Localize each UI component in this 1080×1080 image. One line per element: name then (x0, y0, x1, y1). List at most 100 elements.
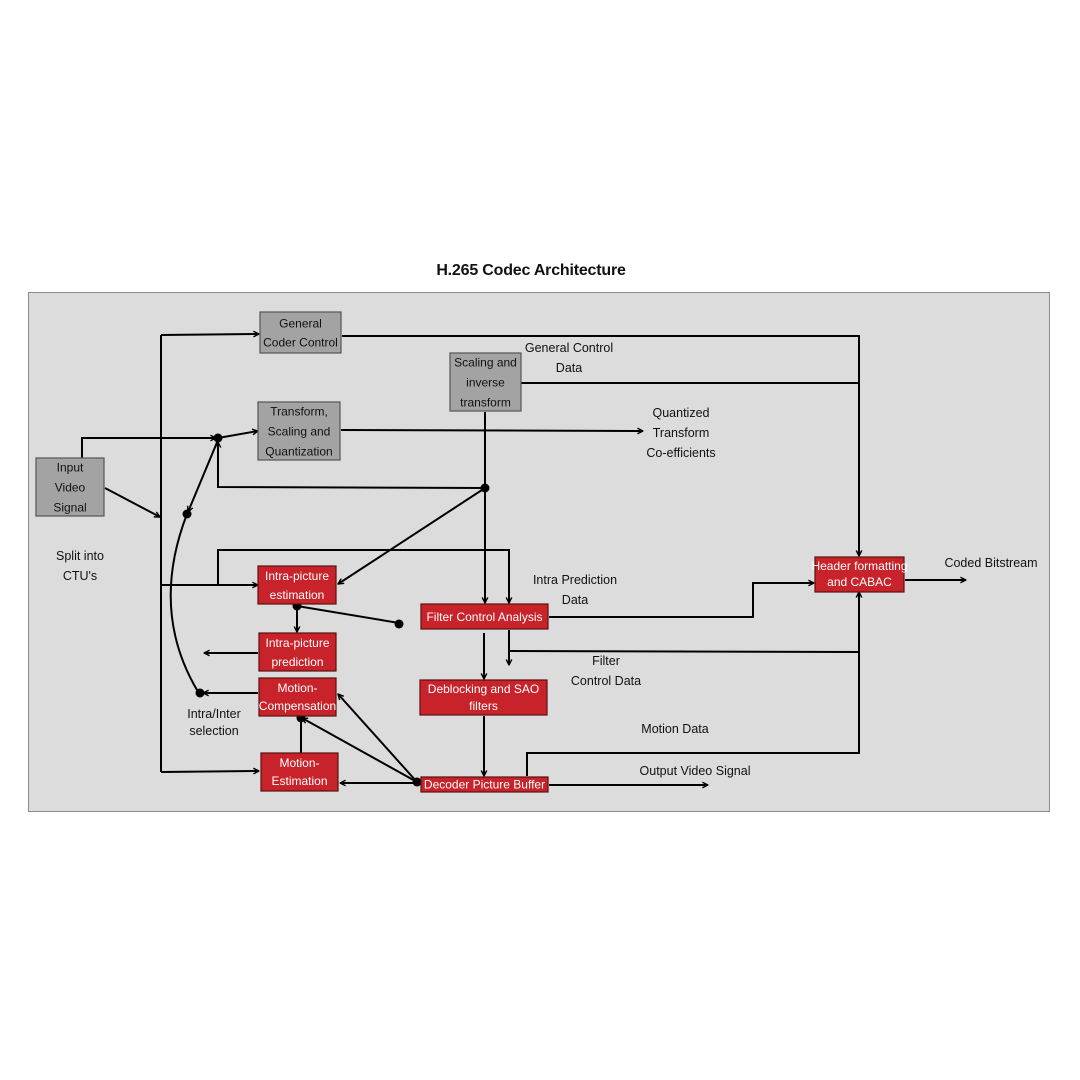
block-scaling-inverse-transform: Scaling and inverse transform (449, 352, 522, 412)
wire-junction-to-selector (188, 439, 219, 512)
wire-gcc-to-header (342, 335, 859, 556)
junction-dot (412, 777, 422, 787)
block-label: estimation (270, 588, 325, 602)
wire-input-to-split (104, 487, 160, 518)
block-header-cabac: Header formatting and CABAC (811, 556, 908, 593)
block-intra-prediction: Intra-picture prediction (258, 632, 337, 672)
junction-dot (480, 483, 490, 493)
block-label: Video (55, 480, 86, 494)
connections (81, 334, 966, 785)
junction-dot (195, 688, 205, 698)
junction-dot (213, 433, 223, 443)
label-line: Control Data (571, 674, 641, 688)
block-motion-estimation: Motion- Estimation (260, 752, 339, 792)
wire-bus-to-fca (217, 549, 509, 603)
label-line: Transform (653, 426, 710, 440)
block-label: Header formatting (811, 559, 907, 573)
block-label: Motion- (277, 681, 317, 695)
label-line: Filter (592, 654, 620, 668)
block-label: Intra-picture (265, 569, 329, 583)
block-label: transform (460, 395, 511, 409)
label-line: Co-efficients (646, 446, 715, 460)
label-line: Intra Prediction (533, 573, 617, 587)
block-label: Compensation (259, 699, 336, 713)
block-label: Scaling and (268, 424, 331, 438)
label-line: Coded Bitstream (944, 556, 1037, 570)
wire-input-to-junction (81, 438, 216, 458)
block-label: General (279, 316, 322, 330)
block-rect (257, 401, 341, 461)
label-line: Data (556, 361, 582, 375)
block-label: Transform, (270, 404, 328, 418)
block-label: Signal (53, 500, 86, 514)
label-line: Data (562, 593, 588, 607)
block-label: prediction (271, 655, 323, 669)
wire-junction-to-intra-est (338, 487, 486, 584)
wire-feedback-loop (218, 442, 486, 489)
label-coded-bitstream: Coded Bitstream (944, 556, 1037, 570)
block-label: filters (469, 699, 498, 713)
block-rect (420, 776, 549, 793)
label-line: CTU's (63, 569, 97, 583)
block-label: Quantization (265, 444, 332, 458)
block-label: Deblocking and SAO (428, 682, 539, 696)
diagram-canvas (28, 292, 1050, 812)
block-decoder-picture-buffer: Decoder Picture Buffer (420, 776, 549, 793)
block-deblocking-sao: Deblocking and SAO filters (419, 679, 548, 716)
wire-intra-est-to-switch (296, 605, 400, 624)
block-label: Estimation (271, 774, 327, 788)
block-rect (258, 632, 337, 672)
block-label: Scaling and (454, 355, 517, 369)
block-rect (258, 677, 337, 717)
block-filter-control-analysis: Filter Control Analysis (420, 603, 549, 630)
block-label: Input (57, 460, 84, 474)
block-label: Motion- (279, 756, 319, 770)
label-line: Output Video Signal (640, 764, 751, 778)
wire-bus-to-motion-est (160, 771, 259, 772)
block-rect (814, 556, 905, 593)
block-rect (260, 752, 339, 792)
wire-transform-to-coeff (340, 430, 643, 431)
junction-dot (394, 619, 404, 629)
wire-junction-to-transform (217, 431, 258, 439)
label-line: Split into (56, 549, 104, 563)
block-intra-estimation: Intra-picture estimation (257, 565, 337, 605)
block-rect (35, 457, 105, 517)
junction-dot (182, 509, 192, 519)
block-label: Coder Control (263, 335, 338, 349)
block-rect (420, 603, 549, 630)
block-label: inverse (466, 375, 505, 389)
block-label: Filter Control Analysis (426, 610, 542, 624)
block-rect (259, 311, 342, 354)
wire-dpb-to-mc-bottom (302, 717, 418, 783)
block-label: and CABAC (827, 575, 892, 589)
wire-dpb-to-mc-corner (338, 694, 418, 783)
label-motion-data: Motion Data (641, 722, 708, 736)
wire-bus-to-gcc (160, 334, 259, 335)
label-output-video-signal: Output Video Signal (640, 764, 751, 778)
block-label: Intra-picture (265, 636, 329, 650)
label-line: selection (189, 724, 238, 738)
label-line: Motion Data (641, 722, 708, 736)
wire-intra-data-to-header (549, 583, 814, 618)
block-label: Decoder Picture Buffer (424, 777, 545, 791)
wire-motion-data-to-header (526, 652, 860, 776)
block-motion-compensation: Motion- Compensation (258, 677, 337, 717)
wire-selector-arc (169, 513, 198, 691)
block-rect (449, 352, 522, 412)
diagram-title: H.265 Codec Architecture (436, 262, 626, 279)
label-line: General Control (525, 341, 613, 355)
block-rect (257, 565, 337, 605)
